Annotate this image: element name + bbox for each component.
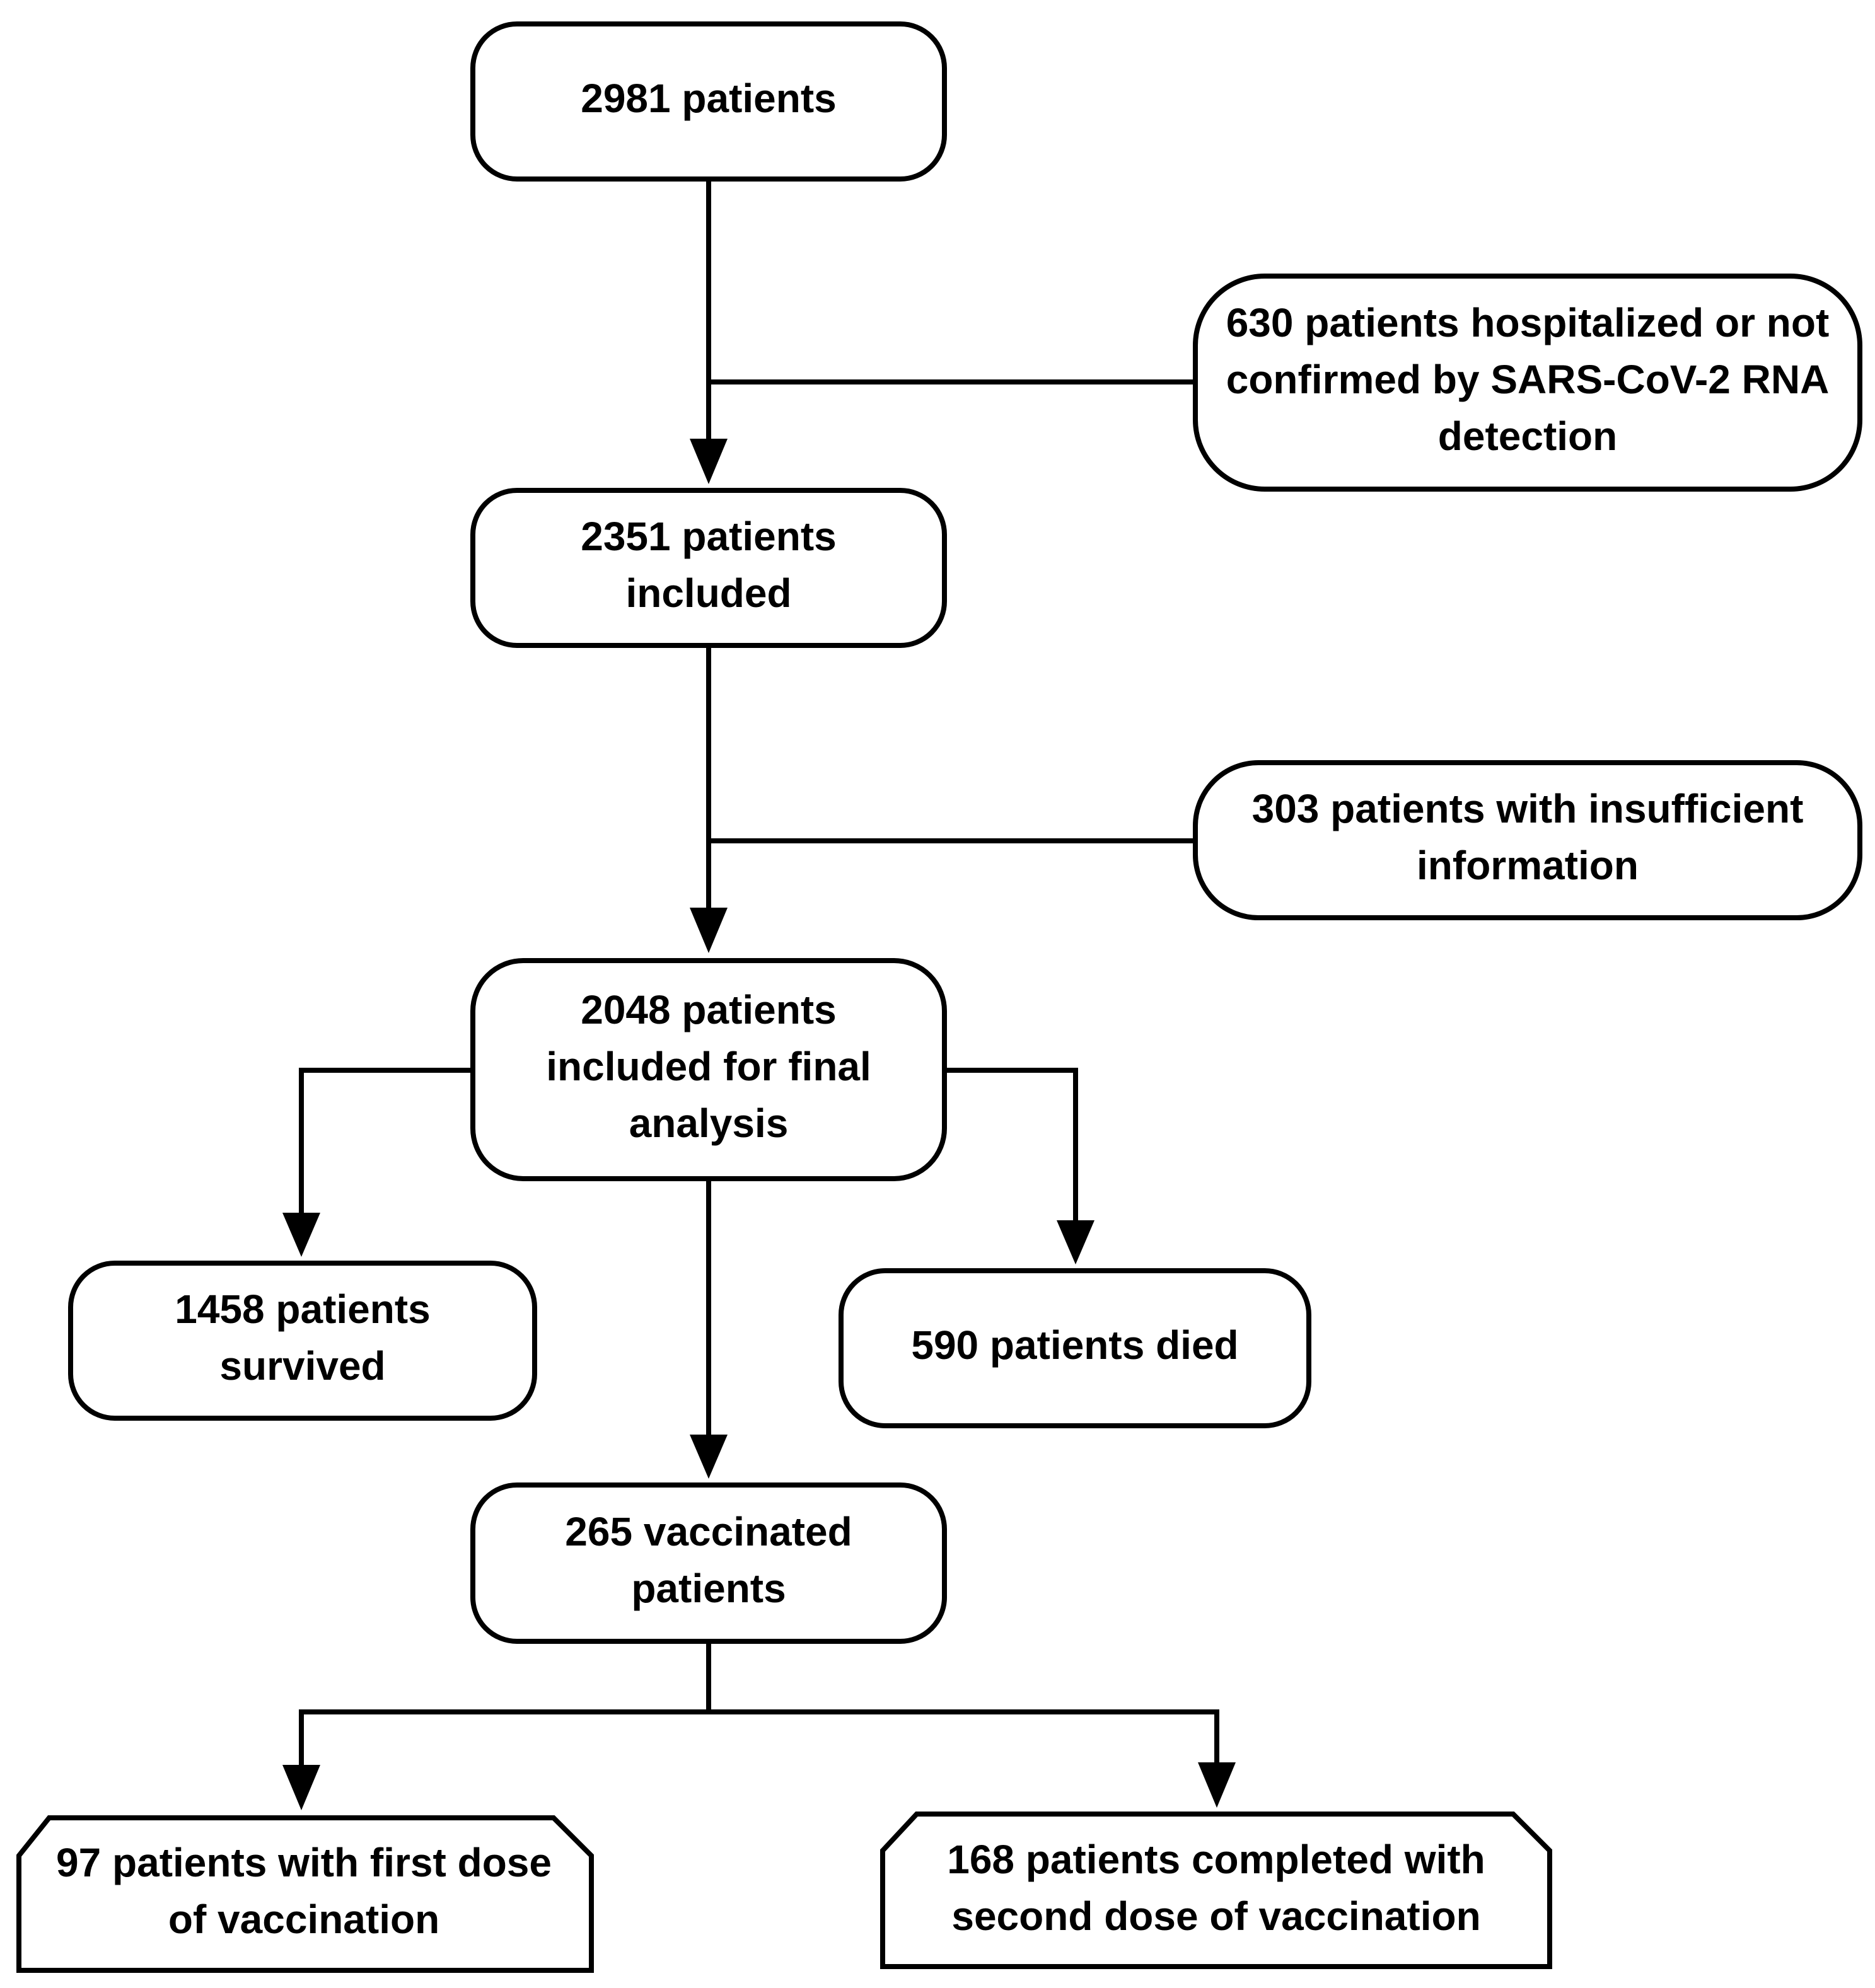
edges [282,179,1236,1810]
node-line: 2048 patients [581,987,837,1032]
node-line: included for final [546,1044,871,1089]
node-excluded-insufficient-text: 303 patients with insufficient informatio… [1252,786,1804,888]
arrowhead-first-dose [282,1765,320,1810]
node-line: survived [219,1343,385,1389]
node-line: 630 patients hospitalized or not [1226,300,1830,345]
arrowhead-survived [282,1213,320,1257]
node-line: 1458 patients [175,1286,431,1332]
node-line: 97 patients with first dose [56,1840,552,1885]
node-second-dose: 168 patients completed with second dose o… [880,1812,1552,1969]
edge-dose-split [299,1709,1219,1767]
node-line: 2351 patients [581,514,837,559]
node-line: 2981 patients [581,76,837,121]
edge-final-to-survived [299,1068,473,1215]
node-line: of vaccination [168,1897,439,1942]
node-line: 265 vaccinated [565,1509,852,1554]
node-first-dose: 97 patients with first dose of vaccinatio… [16,1815,594,1973]
arrowhead-died [1057,1220,1094,1264]
node-died-text: 590 patients died [911,1322,1238,1368]
node-line: analysis [629,1101,789,1146]
node-included-text: 2351 patients included [581,514,837,616]
node-line: 303 patients with insufficient [1252,786,1804,831]
arrowhead-included [690,439,728,484]
node-line: included [625,570,791,616]
node-vaccinated-text: 265 vaccinated patients [565,1509,852,1611]
node-second-dose-text: 168 patients completed with second dose o… [947,1837,1485,1939]
node-line: second dose of vaccination [951,1893,1480,1939]
node-final-analysis: 2048 patients included for final analysis [470,958,947,1181]
node-start-text: 2981 patients [581,76,837,121]
node-line: 168 patients completed with [947,1837,1485,1882]
node-first-dose-text: 97 patients with first dose of vaccinatio… [56,1840,552,1942]
node-line: confirmed by SARS-CoV-2 RNA [1226,357,1830,402]
arrowhead-vaccinated [690,1435,728,1479]
node-line: information [1417,843,1639,888]
node-start: 2981 patients [470,21,947,182]
node-vaccinated: 265 vaccinated patients [470,1482,947,1644]
arrowhead-final [690,908,728,953]
node-included: 2351 patients included [470,488,947,648]
node-final-analysis-text: 2048 patients included for final analysis [546,987,871,1146]
node-excluded-not-confirmed-text: 630 patients hospitalized or not confirme… [1226,300,1830,459]
arrowhead-second-dose [1198,1762,1236,1808]
node-excluded-insufficient: 303 patients with insufficient informatio… [1193,760,1862,920]
node-survived: 1458 patients survived [68,1261,537,1421]
node-line: 590 patients died [911,1322,1238,1368]
node-excluded-not-confirmed: 630 patients hospitalized or not confirme… [1193,274,1862,492]
node-died: 590 patients died [839,1268,1311,1428]
edge-final-to-died [944,1068,1078,1223]
node-line: patients [631,1566,786,1611]
node-line: detection [1438,413,1617,459]
node-survived-text: 1458 patients survived [175,1286,431,1389]
